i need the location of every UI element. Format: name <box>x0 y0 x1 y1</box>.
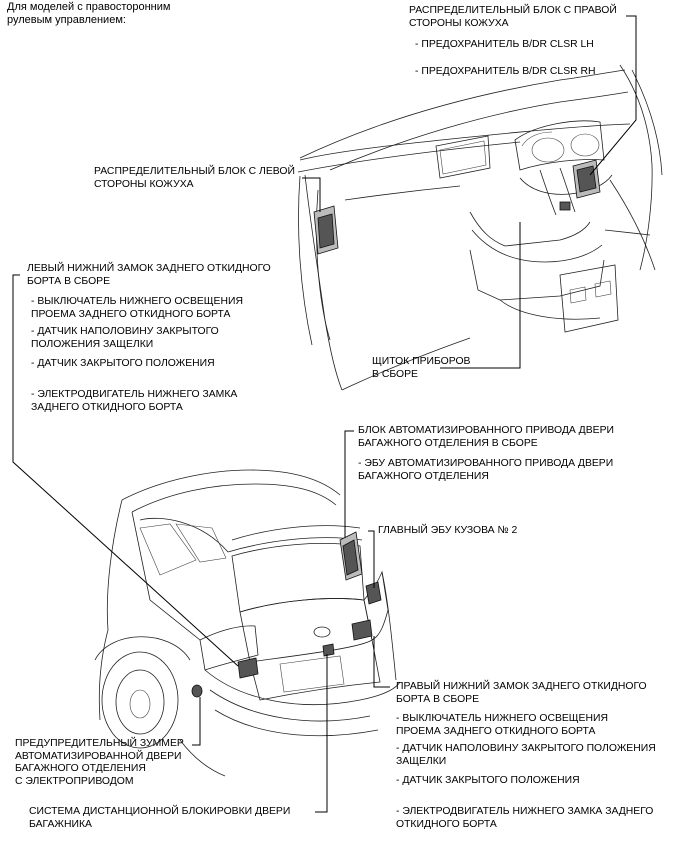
models-note: Для моделей с правосторонним рулевым упр… <box>7 1 171 26</box>
left-lock-closed-sensor-label: - ДАТЧИК ЗАКРЫТОГО ПОЛОЖЕНИЯ <box>31 358 215 369</box>
left-cowl-jb-label: РАСПРЕДЕЛИТЕЛЬНЫЙ БЛОК С ЛЕВОЙ СТОРОНЫ К… <box>94 166 295 190</box>
right-lock-motor-label: - ЭЛЕКТРОДВИГАТЕЛЬ НИЖНЕГО ЗАМКА ЗАДНЕГО… <box>396 806 654 830</box>
right-cowl-jb-fuse-lh-label: - ПРЕДОХРАНИТЕЛЬ B/DR CLSR LH <box>415 39 594 50</box>
right-lower-lock-label: ПРАВЫЙ НИЖНИЙ ЗАМОК ЗАДНЕГО ОТКИДНОГО БО… <box>396 681 647 705</box>
leader-lines <box>12 15 637 813</box>
right-lock-courtesy-switch-label: - ВЫКЛЮЧАТЕЛЬ НИЖНЕГО ОСВЕЩЕНИЯ ПРОЕМА З… <box>396 713 608 737</box>
car-rear-drawing <box>94 469 401 777</box>
remote-lock-system-label: СИСТЕМА ДИСТАНЦИОННОЙ БЛОКИРОВКИ ДВЕРИ Б… <box>29 806 291 830</box>
right-cowl-jb-fuse-rh-label: - ПРЕДОХРАНИТЕЛЬ B/DR CLSR RH <box>415 66 596 77</box>
left-lock-motor-label: - ЭЛЕКТРОДВИГАТЕЛЬ НИЖНЕГО ЗАМКА ЗАДНЕГО… <box>31 389 238 413</box>
right-cowl-jb-label: РАСПРЕДЕЛИТЕЛЬНЫЙ БЛОК С ПРАВОЙ СТОРОНЫ … <box>409 5 617 29</box>
main-body-ecu-label: ГЛАВНЫЙ ЭБУ КУЗОВА № 2 <box>378 525 518 536</box>
combination-meter-label: ЩИТОК ПРИБОРОВ В СБОРЕ <box>372 356 471 380</box>
right-lock-closed-sensor-label: - ДАТЧИК ЗАКРЫТОГО ПОЛОЖЕНИЯ <box>396 775 580 786</box>
dashboard-drawing <box>297 64 663 391</box>
left-lower-lock-label: ЛЕВЫЙ НИЖНИЙ ЗАМОК ЗАДНЕГО ОТКИДНОГО БОР… <box>27 263 271 287</box>
warning-buzzer-label: ПРЕДУПРЕДИТЕЛЬНЫЙ ЗУММЕР АВТОМАТИЗИРОВАН… <box>15 738 184 787</box>
right-lock-half-latch-sensor-label: - ДАТЧИК НАПОЛОВИНУ ЗАКРЫТОГО ПОЛОЖЕНИЯ … <box>396 743 656 767</box>
left-lock-courtesy-switch-label: - ВЫКЛЮЧАТЕЛЬ НИЖНЕГО ОСВЕЩЕНИЯ ПРОЕМА З… <box>31 296 243 320</box>
left-lock-half-latch-sensor-label: - ДАТЧИК НАПОЛОВИНУ ЗАКРЫТОГО ПОЛОЖЕНИЯ … <box>31 326 219 350</box>
power-door-ecu-label: - ЭБУ АВТОМАТИЗИРОВАННОГО ПРИВОДА ДВЕРИ … <box>358 458 614 482</box>
power-door-unit-label: БЛОК АВТОМАТИЗИРОВАННОГО ПРИВОДА ДВЕРИ Б… <box>358 425 614 449</box>
